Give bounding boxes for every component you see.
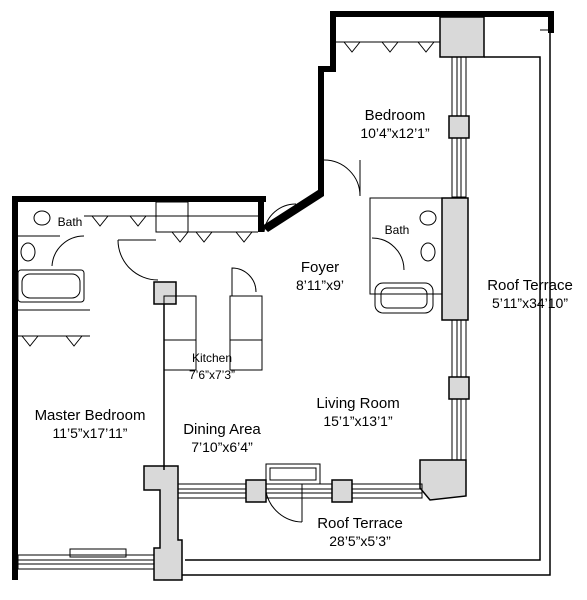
kitchen-label: Kitchen <box>192 351 232 365</box>
exterior-walls <box>12 11 554 580</box>
kitchen-counter-left-lower <box>163 339 197 371</box>
foyer-closet-doors <box>171 231 253 243</box>
roof-terrace-east-dims: 5’11”x34’10” <box>492 295 568 311</box>
living-room-dims: 15’1”x13’1” <box>323 413 393 429</box>
master-door-swing <box>117 239 159 281</box>
kitchen: Kitchen 7’6”x7’3” <box>153 267 263 470</box>
bath-left: Bath <box>17 210 85 303</box>
roof-terrace-east-label: Roof Terrace <box>487 277 573 294</box>
bedroom-closet-doors <box>343 41 435 53</box>
bath-left-label: Bath <box>58 215 83 229</box>
dining-area-dims: 7’10”x6’4” <box>191 439 253 455</box>
bedroom-window-column <box>448 115 470 139</box>
master-bedroom-label: Master Bedroom <box>35 407 146 424</box>
southwest-structure <box>17 465 183 581</box>
master-window-sill <box>69 548 127 558</box>
diagonal-wall <box>262 190 324 232</box>
roof-terrace-outline <box>178 29 551 576</box>
living-room-label: Living Room <box>316 395 399 412</box>
bath-right-column <box>441 197 469 321</box>
top-right-wall-stub <box>548 11 554 33</box>
bath-right-sink <box>419 210 437 226</box>
bedroom-label: Bedroom <box>365 107 426 124</box>
bath-left-sink <box>33 210 51 226</box>
bath-right-toilet <box>420 242 436 262</box>
closet-box <box>155 201 189 233</box>
master-closet-doors <box>21 335 83 347</box>
kitchen-dims: 7’6”x7’3” <box>189 368 235 382</box>
bath-right: Bath <box>369 197 469 321</box>
bath-left-tub <box>21 273 81 299</box>
south-window-wall <box>177 463 423 523</box>
living-window-wall <box>419 319 470 501</box>
bedroom-dims: 10’4”x12’1” <box>360 125 430 141</box>
bedroom-corner-column <box>439 16 485 58</box>
bath-right-tub <box>374 282 434 314</box>
foyer-dims: 8’11”x9’ <box>296 277 344 293</box>
master-window-frame <box>17 554 155 570</box>
living-window-column <box>448 376 470 400</box>
south-window-column-1 <box>245 479 267 503</box>
bath-right-tub-inner <box>380 287 428 309</box>
bath-right-wall <box>258 196 264 232</box>
terrace-door-swing <box>265 491 303 523</box>
bath-left-toilet <box>20 242 36 262</box>
bedroom-top-wall <box>330 11 554 17</box>
terrace-outer-rail <box>178 30 551 576</box>
bath-left-door-swing <box>51 235 85 267</box>
master-top-wall <box>12 196 266 202</box>
bath-right-outline <box>369 197 443 295</box>
dining-area-label: Dining Area <box>183 421 261 438</box>
bedroom-left-wall-upper <box>330 11 336 71</box>
kitchen-door-swing <box>231 267 257 296</box>
upper-closets <box>84 201 297 281</box>
master-left-wall <box>12 196 18 580</box>
kitchen-counter-right-lower <box>229 339 263 371</box>
entry-door-swing <box>263 203 297 233</box>
bedroom: Bedroom 10’4”x12’1” <box>323 16 485 198</box>
bath-left-tub-frame <box>17 269 85 303</box>
south-window-frame <box>177 483 423 499</box>
southwest-column <box>143 465 183 581</box>
kitchen-counter-right <box>229 295 263 341</box>
terrace-inner-rail <box>185 56 541 561</box>
bedroom-left-wall-lower <box>318 66 324 196</box>
bath-right-door-swing <box>371 237 405 271</box>
terrace-door-frame <box>265 463 321 485</box>
roof-terrace-south-dims: 28’5”x5’3” <box>329 533 391 549</box>
kitchen-column <box>153 281 177 305</box>
roof-terrace-south-label: Roof Terrace <box>317 515 403 532</box>
foyer-label: Foyer <box>301 259 339 276</box>
bedroom-step-wall <box>318 66 336 72</box>
bath-right-label: Bath <box>385 223 410 237</box>
south-window-column-2 <box>331 479 353 503</box>
master-bedroom-dims: 11’5”x17’11” <box>53 425 128 441</box>
hall-closet-doors <box>91 215 147 227</box>
living-corner-column <box>419 459 467 501</box>
master-closet <box>18 309 90 347</box>
terrace-door-threshold <box>269 467 317 481</box>
bedroom-door-swing <box>323 159 361 197</box>
